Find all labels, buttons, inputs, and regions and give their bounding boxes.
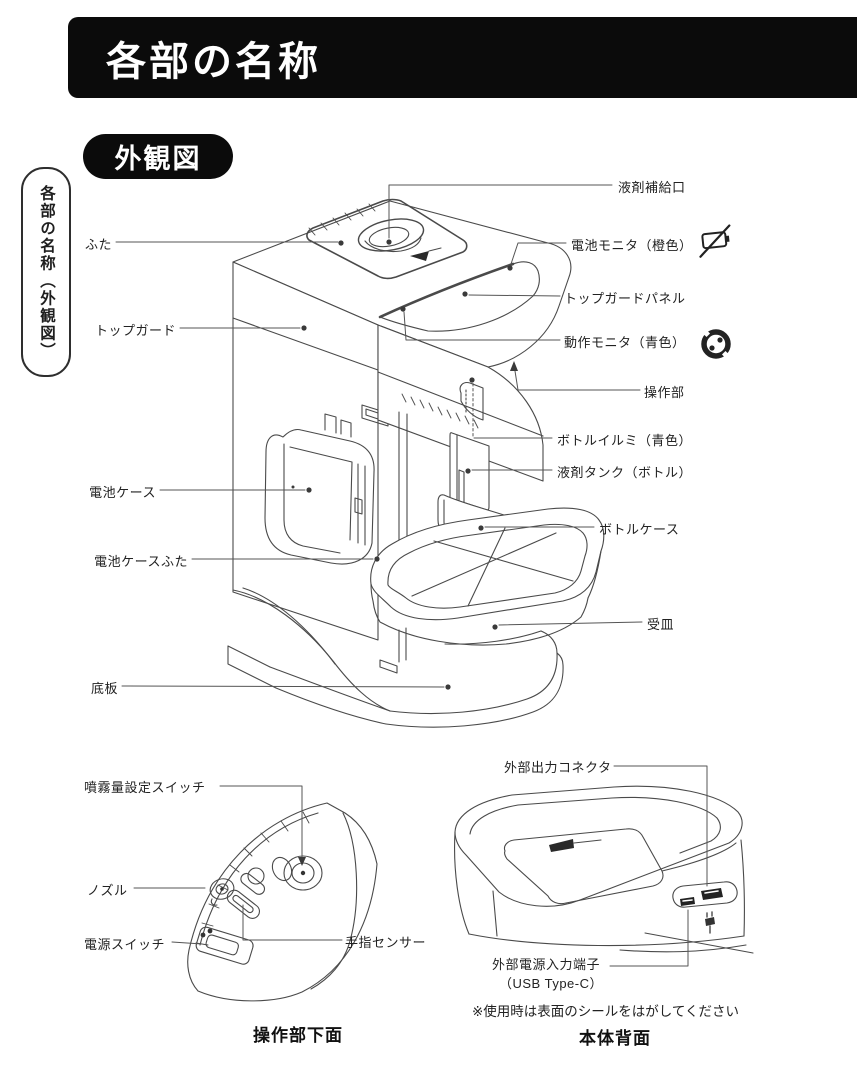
main-unit-drawing (227, 198, 605, 728)
label-liquid-tank: 液剤タンク（ボトル） (557, 465, 693, 480)
label-refill-port: 液剤補給口 (618, 180, 686, 195)
label-operation-section: 操作部 (644, 385, 685, 400)
page-title-banner: 各部の名称 (68, 17, 857, 98)
page-title: 各部の名称 (106, 39, 321, 84)
leader-lines (115, 184, 708, 967)
label-drip-tray: 受皿 (647, 617, 675, 632)
label-nozzle: ノズル (87, 883, 128, 898)
label-battery-case: 電池ケース (89, 485, 156, 500)
label-top-guard: トップガード (94, 323, 176, 338)
note-sticker: ※使用時は表面のシールをはがしてください (472, 1004, 740, 1019)
label-spray-volume-switch: 噴霧量設定スイッチ (84, 780, 206, 795)
caption-rear-view: 本体背面 (579, 1029, 651, 1048)
label-battery-case-lid: 電池ケースふた (94, 554, 188, 569)
label-battery-monitor: 電池モニタ（橙色） (571, 238, 693, 253)
label-lid: ふた (84, 237, 112, 252)
mist-monitor-icon (701, 329, 731, 359)
label-hand-sensor: 手指センサー (345, 935, 427, 950)
section-label-pill: 外観図 (83, 134, 233, 179)
side-tab-label: 各部の名称（外観図） (38, 184, 55, 360)
label-ext-output-connector: 外部出力コネクタ (504, 760, 612, 775)
label-bottle-case: ボトルケース (599, 522, 680, 537)
label-ext-power-input: 外部電源入力端子 (492, 957, 601, 972)
control-bottom-drawing (187, 802, 378, 1002)
label-bottle-illumination: ボトルイルミ（青色） (557, 433, 693, 448)
label-power-switch: 電源スイッチ (84, 937, 166, 952)
caption-control-bottom: 操作部下面 (253, 1026, 343, 1045)
label-usb-type-c: （USB Type-C） (499, 976, 604, 991)
rear-view-drawing (454, 785, 754, 954)
leader-dots (291, 239, 518, 866)
label-operation-monitor: 動作モニタ（青色） (564, 335, 686, 350)
label-top-guard-panel: トップガードパネル (564, 291, 686, 306)
section-label: 外観図 (114, 144, 202, 174)
side-tab: 各部の名称（外観図） (21, 167, 71, 377)
battery-empty-icon (699, 224, 731, 258)
label-base-plate: 底板 (90, 681, 118, 696)
